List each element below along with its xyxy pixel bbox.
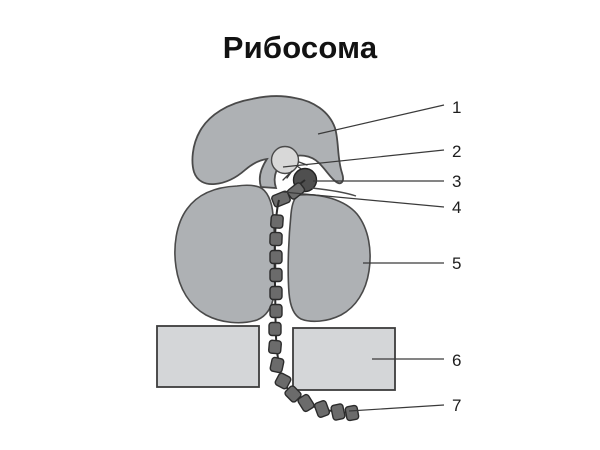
small-subunit [191,95,344,189]
label-number-3: 3 [452,172,461,191]
leader-line-4 [282,191,445,208]
trna-binding-site-circle [270,145,300,175]
label-number-2: 2 [452,142,461,161]
subunit-base-left-box [156,325,260,388]
page-title: Рибосома [222,30,378,65]
leader-line-7 [348,404,445,412]
trna-molecule [271,179,306,208]
large-subunit-left-lobe [174,184,277,324]
leader-lines [282,104,445,412]
label-number-5: 5 [452,254,461,273]
label-number-6: 6 [452,351,461,370]
label-number-7: 7 [452,396,461,415]
mrna-strand [268,214,360,422]
label-number-1: 1 [452,98,461,117]
label-number-4: 4 [452,198,461,217]
large-subunit-right-lobe [287,193,371,323]
leader-line-2 [282,149,445,168]
leader-line-1 [317,104,445,135]
